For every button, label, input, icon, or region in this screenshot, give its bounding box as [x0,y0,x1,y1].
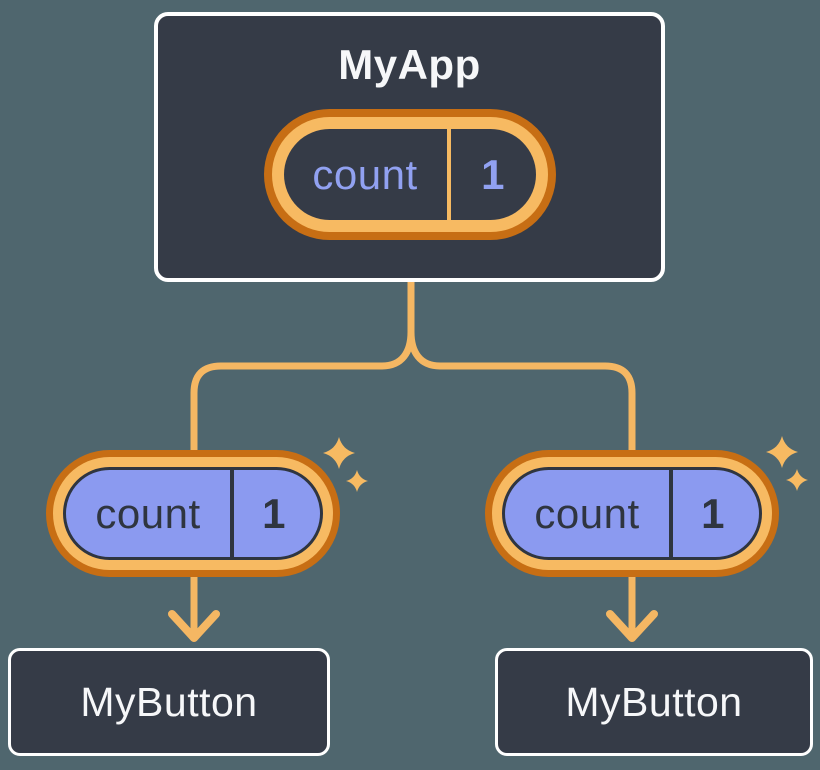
state-value: 1 [481,150,505,198]
child-component-title: MyButton [565,678,743,725]
state-name: count [95,489,201,537]
sparkle-icon [766,436,798,468]
child-component-title: MyButton [80,678,258,725]
state-value: 1 [262,489,286,537]
connector-right [407,277,636,637]
state-name: count [534,489,640,537]
state-pill-divider [669,470,673,557]
state-pill-divider [230,470,234,557]
child-component-card-left: MyButton [8,648,330,756]
state-value: 1 [701,489,725,537]
sparkle-icon [786,469,808,491]
root-component-title: MyApp [338,41,481,88]
child-state-pill-right: count 1 [485,450,779,577]
sparkle-icon [346,470,368,492]
state-pill-inner-ring: count 1 [271,117,548,232]
child-state-pill-left: count 1 [46,450,340,577]
child-component-card-right: MyButton [495,648,813,756]
arrow-down-icon [168,610,220,642]
arrow-down-icon [606,610,658,642]
sparkle-icon [323,437,355,469]
state-pill-inner-ring: count 1 [492,457,772,570]
state-pill-core: count 1 [63,467,323,560]
root-component-card: MyApp count 1 [154,12,665,282]
root-state-pill: count 1 [263,109,556,240]
state-name: count [312,150,418,198]
state-pill-core: count 1 [502,467,762,560]
state-pill-divider [446,129,451,220]
state-pill-core: count 1 [283,129,536,220]
state-pill-inner-ring: count 1 [53,457,333,570]
